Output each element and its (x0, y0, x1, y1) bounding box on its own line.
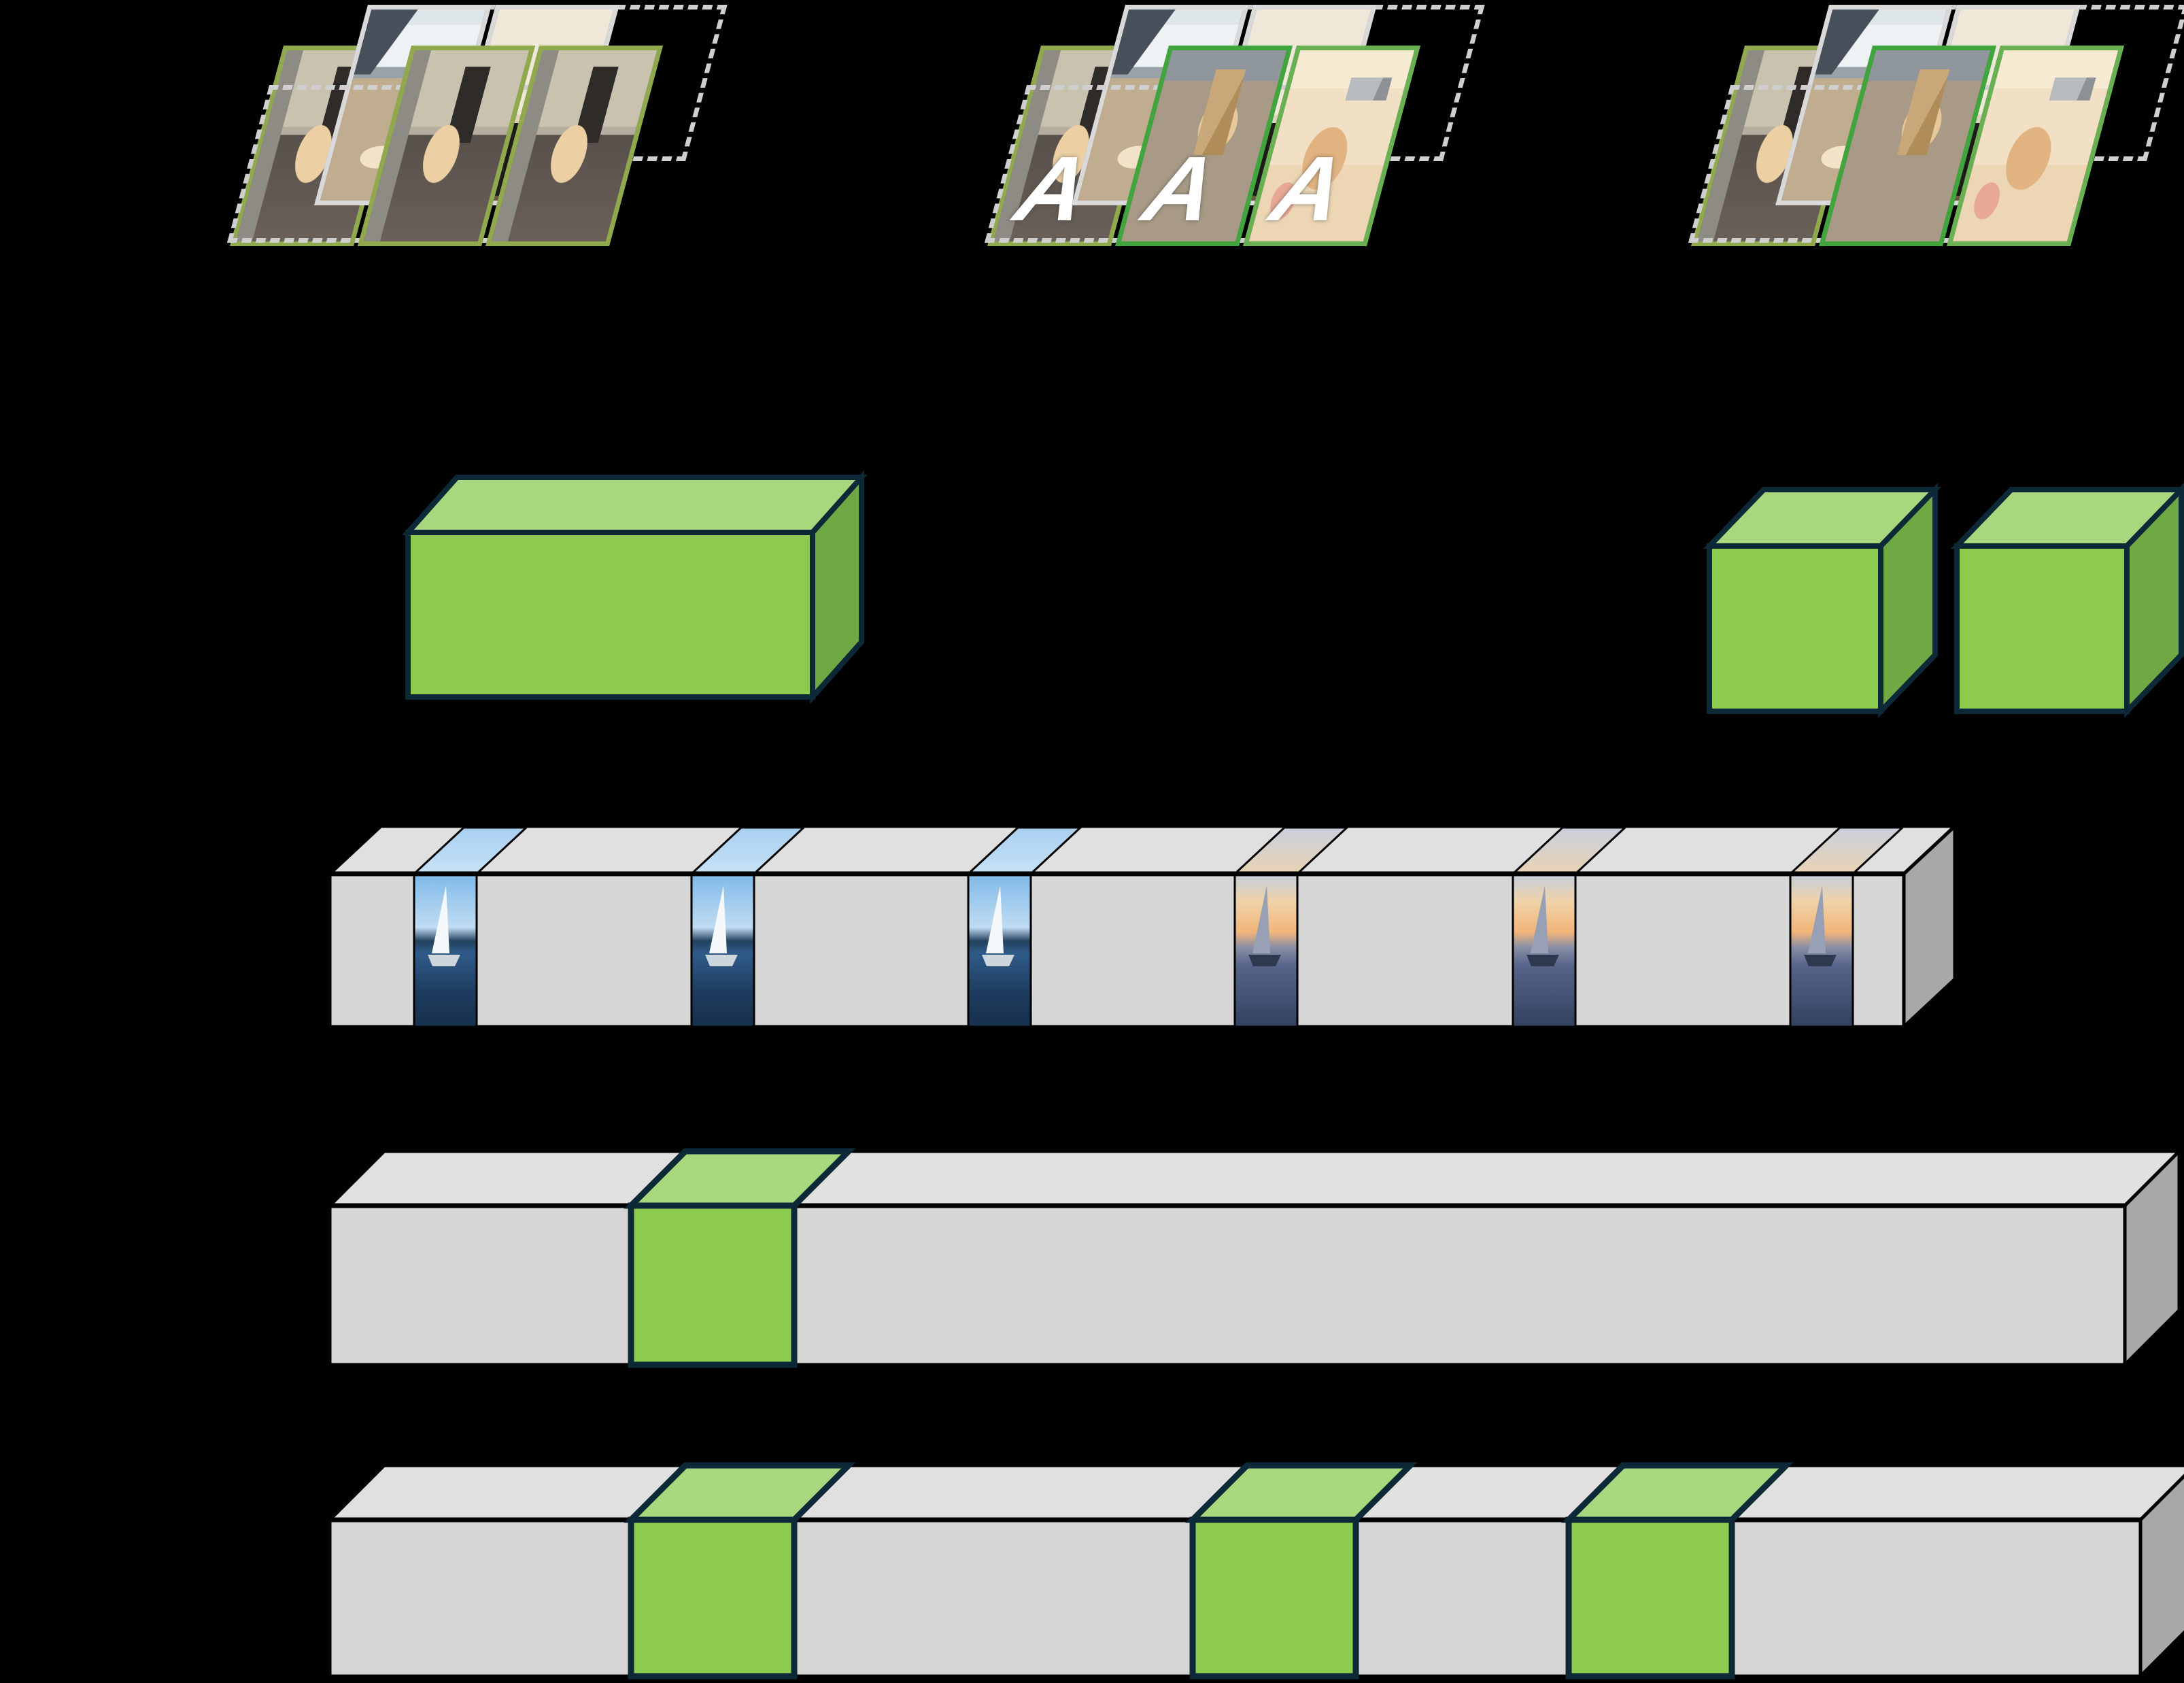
feature-cuboid (402, 470, 868, 704)
sailboat-hull (428, 955, 460, 966)
sailboat-sail (1252, 885, 1270, 953)
mask-bar-single (325, 1146, 2184, 1370)
sailboat-hull (1526, 955, 1559, 966)
film-frame-slice-sunset (1232, 826, 1350, 1028)
feature-cuboid-top (402, 475, 868, 535)
sailboat-sail (1531, 885, 1548, 953)
sailboat-hull (982, 955, 1014, 966)
sailboat-sail (432, 885, 449, 953)
sailboat-sail (1808, 885, 1826, 953)
film-frame-slice-day (966, 826, 1083, 1028)
film-strip-top (325, 824, 1960, 876)
sailboat-sail (709, 885, 727, 953)
film-strip-front (328, 872, 1906, 1029)
feature-cuboid-front (405, 530, 815, 700)
segment-front (1189, 1516, 1359, 1680)
mask-bar-multi (325, 1462, 2184, 1681)
selected-segment (624, 1148, 856, 1368)
sailboat-sail (986, 885, 1004, 953)
segment-front (628, 1202, 798, 1368)
feature-cube-1 (1703, 483, 1942, 718)
feature-cube-2 (1950, 483, 2184, 718)
selected-segment (1185, 1462, 1418, 1680)
film-frame-slice-day (689, 826, 806, 1028)
segment-front (1565, 1516, 1735, 1680)
sailboat-hull (1248, 955, 1281, 966)
film-frame-slice-sunset (1510, 826, 1628, 1028)
film-strip-bar (325, 822, 1960, 1031)
sailboat-hull (705, 955, 738, 966)
selected-segment (624, 1462, 856, 1680)
sailboat-hull (1804, 955, 1837, 966)
segment-front (628, 1516, 798, 1680)
selected-segment (1561, 1462, 1794, 1680)
film-frame-slice-sunset (1788, 826, 1905, 1028)
